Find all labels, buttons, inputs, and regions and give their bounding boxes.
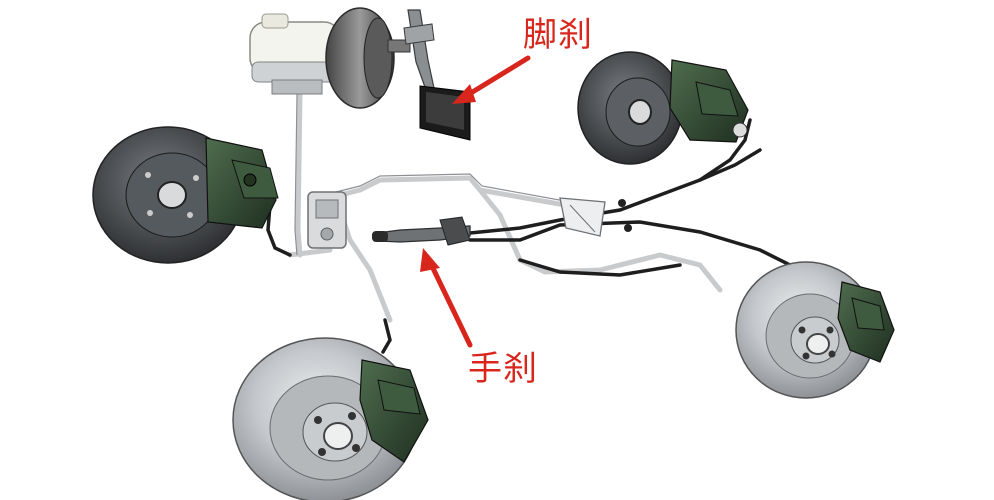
rear-left-disc-brake <box>232 337 429 500</box>
foot-brake-arrow-head <box>452 84 476 104</box>
foot-brake-label: 脚刹 <box>523 15 593 55</box>
proportioning-valve <box>307 191 347 249</box>
front-left-disc-brake <box>92 126 279 264</box>
annotation-arrows <box>420 55 531 348</box>
brake-cables <box>266 118 802 354</box>
cable-equalizer <box>559 197 632 237</box>
hand-brake-arrow-head <box>420 248 440 272</box>
brake-booster <box>325 7 411 109</box>
hand-brake-label: 手刹 <box>468 349 538 389</box>
rear-right-disc-brake <box>735 261 895 399</box>
brake-pedal <box>403 9 471 141</box>
handbrake-lever <box>372 216 471 246</box>
hand-brake-arrow <box>427 259 473 348</box>
foot-brake-arrow <box>463 55 531 99</box>
front-right-disc-brake <box>577 51 749 165</box>
master-cylinder <box>249 13 341 95</box>
